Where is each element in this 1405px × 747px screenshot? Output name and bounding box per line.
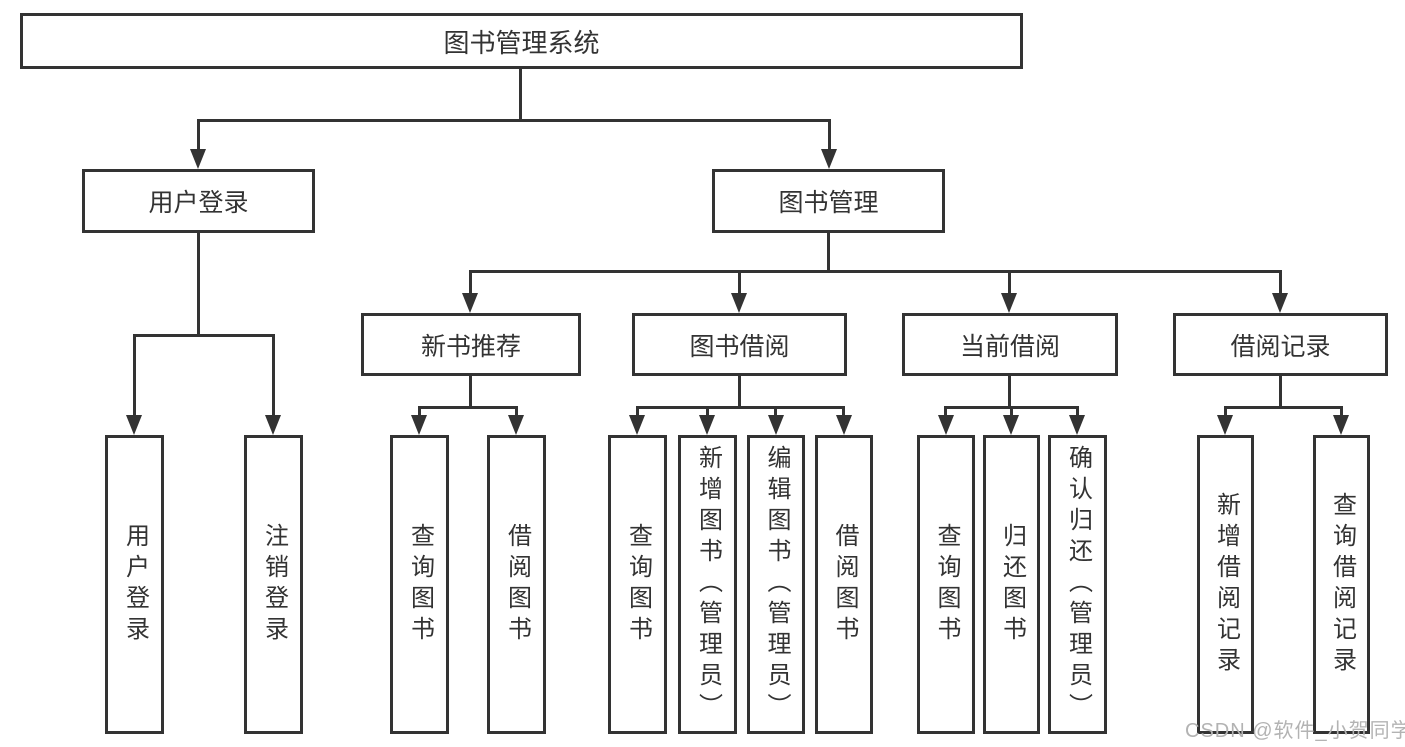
arrow-down-borrow-add xyxy=(699,415,715,435)
node-book-borrow: 图书借阅 xyxy=(632,313,847,376)
arrow-down-borrow-edit xyxy=(768,415,784,435)
node-new-book-label: 新书推荐 xyxy=(420,332,521,361)
connector-userlogin-branch xyxy=(133,334,275,337)
node-borrow-records: 借阅记录 xyxy=(1173,313,1388,376)
arrow-down-book-management xyxy=(821,149,837,169)
arrow-down-records-add xyxy=(1217,415,1233,435)
node-root-label: 图书管理系统 xyxy=(443,27,600,58)
csdn-watermark: CSDN @软件_小贺同学 xyxy=(1185,720,1405,742)
connector-stem-records xyxy=(1279,270,1282,295)
arrow-down-records-query xyxy=(1333,415,1349,435)
leaf-user-login-label: 用户登录 xyxy=(121,522,149,647)
leaf-borrow-edit-books-admin: 编辑图书（管理员） xyxy=(747,435,805,734)
connector-stem-current-return xyxy=(1010,406,1013,416)
connector-stem-leaf-logout xyxy=(272,334,275,416)
node-root: 图书管理系统 xyxy=(20,13,1023,69)
leaf-logout: 注销登录 xyxy=(244,435,303,734)
leaf-current-query-books-label: 查询图书 xyxy=(933,522,960,647)
arrow-down-newbook-query xyxy=(411,415,427,435)
leaf-newbook-query-books-label: 查询图书 xyxy=(406,522,434,647)
leaf-user-login: 用户登录 xyxy=(105,435,164,734)
leaf-newbook-query-books: 查询图书 xyxy=(390,435,449,734)
connector-newbook-drop xyxy=(469,376,472,409)
connector-stem-leaf-login xyxy=(133,334,136,416)
arrow-down-borrow-borrow xyxy=(836,415,852,435)
arrow-down-newbook-borrow xyxy=(508,415,524,435)
connector-stem-borrow-borrow xyxy=(842,406,845,416)
arrow-down-current xyxy=(1001,293,1017,313)
connector-current-drop xyxy=(1008,376,1011,409)
leaf-records-query-record: 查询借阅记录 xyxy=(1313,435,1370,734)
node-current-borrow: 当前借阅 xyxy=(902,313,1118,376)
connector-records-branch xyxy=(1224,406,1342,409)
connector-newbook-branch xyxy=(418,406,518,409)
leaf-records-query-record-label: 查询借阅记录 xyxy=(1328,491,1356,678)
leaf-borrow-borrow-books-label: 借阅图书 xyxy=(831,522,858,647)
connector-stem-book-management xyxy=(828,119,831,151)
arrow-down-borrow-query xyxy=(629,415,645,435)
leaf-current-confirm-return-admin-label: 确认归还（管理员） xyxy=(1064,445,1092,724)
node-book-management-label: 图书管理 xyxy=(778,189,879,217)
node-book-management: 图书管理 xyxy=(712,169,945,233)
leaf-borrow-query-books: 查询图书 xyxy=(608,435,667,734)
leaf-borrow-edit-books-admin-label: 编辑图书（管理员） xyxy=(763,445,790,724)
connector-stem-current-query xyxy=(944,406,947,416)
arrow-down-records xyxy=(1272,293,1288,313)
leaf-borrow-add-books-admin-label: 新增图书（管理员） xyxy=(694,445,722,724)
connector-stem-user-login xyxy=(197,119,200,151)
connector-stem-newbook-borrow xyxy=(515,406,518,416)
connector-stem-borrow-add xyxy=(706,406,709,416)
leaf-records-add-record: 新增借阅记录 xyxy=(1197,435,1254,734)
connector-stem-borrow-query xyxy=(636,406,639,416)
connector-bookmgmt-branch xyxy=(470,270,1281,273)
arrow-down-new-book xyxy=(462,293,478,313)
connector-stem-newbook-query xyxy=(418,406,421,416)
connector-borrow-drop xyxy=(738,376,741,409)
node-book-borrow-label: 图书借阅 xyxy=(689,332,790,361)
connector-stem-new-book xyxy=(469,270,472,295)
connector-borrow-branch xyxy=(636,406,845,409)
connector-stem-records-query xyxy=(1340,406,1343,416)
leaf-newbook-borrow-books-label: 借阅图书 xyxy=(503,522,531,647)
connector-stem-borrow xyxy=(738,270,741,295)
leaf-newbook-borrow-books: 借阅图书 xyxy=(487,435,546,734)
node-borrow-records-label: 借阅记录 xyxy=(1230,332,1331,361)
arrow-down-leaf-login xyxy=(126,415,142,435)
arrow-down-borrow xyxy=(731,293,747,313)
connector-records-drop xyxy=(1279,376,1282,409)
leaf-borrow-query-books-label: 查询图书 xyxy=(624,522,652,647)
connector-stem-current xyxy=(1008,270,1011,295)
arrow-down-current-confirm xyxy=(1069,415,1085,435)
connector-userlogin-drop xyxy=(197,233,200,337)
leaf-current-query-books: 查询图书 xyxy=(917,435,975,734)
node-new-book-recommend: 新书推荐 xyxy=(361,313,581,376)
node-current-borrow-label: 当前借阅 xyxy=(959,332,1060,361)
connector-root-drop xyxy=(519,69,522,121)
connector-bookmgmt-drop xyxy=(827,233,830,273)
leaf-current-return-books-label: 归还图书 xyxy=(998,522,1026,647)
arrow-down-current-query xyxy=(938,415,954,435)
leaf-borrow-add-books-admin: 新增图书（管理员） xyxy=(678,435,737,734)
arrow-down-current-return xyxy=(1003,415,1019,435)
leaf-borrow-borrow-books: 借阅图书 xyxy=(815,435,873,734)
connector-stem-records-add xyxy=(1224,406,1227,416)
arrow-down-leaf-logout xyxy=(265,415,281,435)
node-user-login: 用户登录 xyxy=(82,169,315,233)
node-user-login-label: 用户登录 xyxy=(148,189,249,217)
connector-stem-borrow-edit xyxy=(774,406,777,416)
leaf-logout-label: 注销登录 xyxy=(260,522,288,647)
connector-stem-current-confirm xyxy=(1076,406,1079,416)
connector-root-branch xyxy=(198,119,831,122)
leaf-current-confirm-return-admin: 确认归还（管理员） xyxy=(1048,435,1107,734)
leaf-current-return-books: 归还图书 xyxy=(983,435,1040,734)
arrow-down-user-login xyxy=(190,149,206,169)
leaf-records-add-record-label: 新增借阅记录 xyxy=(1212,491,1240,678)
